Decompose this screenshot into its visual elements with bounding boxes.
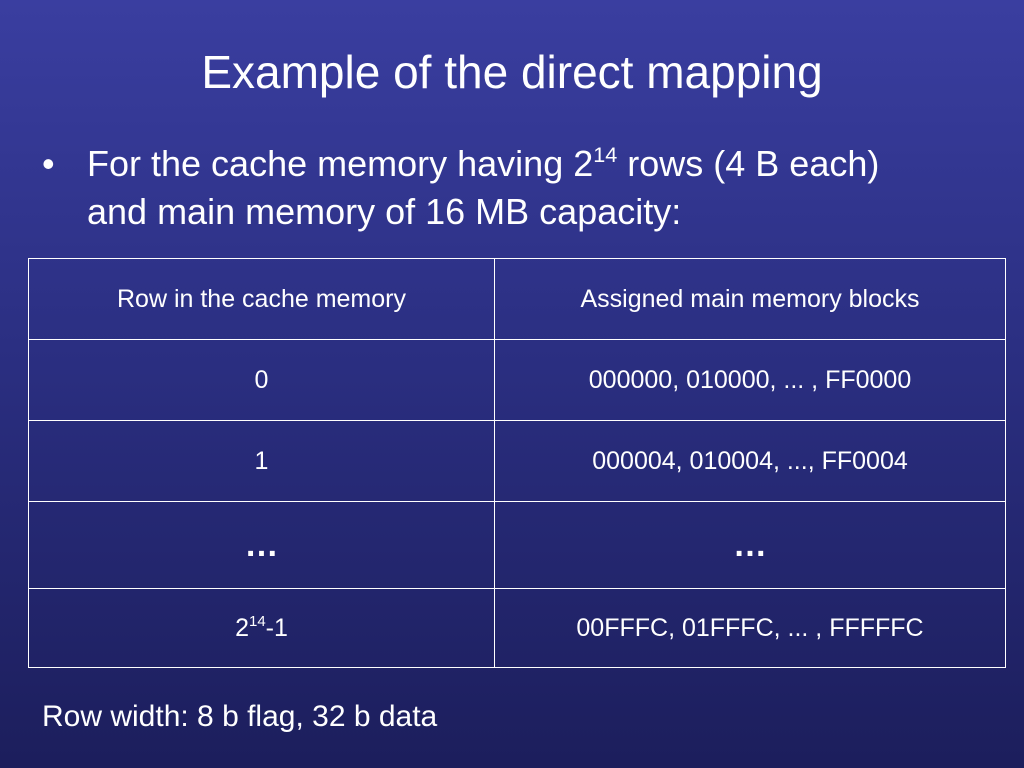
cell-blocks: 000004, 010004, ..., FF0004 (494, 420, 1006, 502)
table-row: 1 000004, 010004, ..., FF0004 (28, 420, 1006, 502)
cell-row-index-last: 214-1 (28, 588, 495, 668)
cell-blocks-ellipsis: … (494, 501, 1006, 589)
row-width-note: Row width: 8 b flag, 32 b data (42, 700, 438, 733)
table-row: 0 000000, 010000, ... , FF0000 (28, 339, 1006, 421)
cell-row-index: 0 (28, 339, 495, 421)
bullet-line-2: and main memory of 16 MB capacity: (87, 191, 682, 232)
bullet-marker: • (42, 143, 55, 184)
bullet-line-1: For the cache memory having 214 rows (4 … (87, 140, 992, 188)
row-suffix: -1 (265, 613, 288, 642)
table-row-last: 214-1 00FFFC, 01FFFC, ... , FFFFFC (28, 588, 1006, 668)
row-exponent: 14 (248, 612, 266, 630)
cell-blocks: 000000, 010000, ... , FF0000 (494, 339, 1006, 421)
header-assigned-blocks: Assigned main memory blocks (494, 258, 1006, 340)
mapping-table: Row in the cache memory Assigned main me… (28, 258, 1006, 668)
cell-row-index: 1 (28, 420, 495, 502)
slide-title: Example of the direct mapping (201, 46, 823, 98)
bullet-text: For the cache memory having 214 rows (4 … (87, 140, 992, 236)
row-base: 2 (235, 613, 249, 642)
bullet-line-1-pre: For the cache memory having 2 (87, 143, 594, 184)
cell-row-ellipsis: … (28, 501, 495, 589)
bullet-point: • For the cache memory having 214 rows (… (42, 140, 992, 236)
header-cache-row: Row in the cache memory (28, 258, 495, 340)
table-row-ellipsis: … … (28, 501, 1006, 589)
cell-blocks-last: 00FFFC, 01FFFC, ... , FFFFFC (494, 588, 1006, 668)
bullet-line-1-post: rows (4 B each) (617, 143, 880, 184)
table-header-row: Row in the cache memory Assigned main me… (28, 258, 1006, 340)
bullet-line-1-exponent: 14 (593, 141, 618, 167)
